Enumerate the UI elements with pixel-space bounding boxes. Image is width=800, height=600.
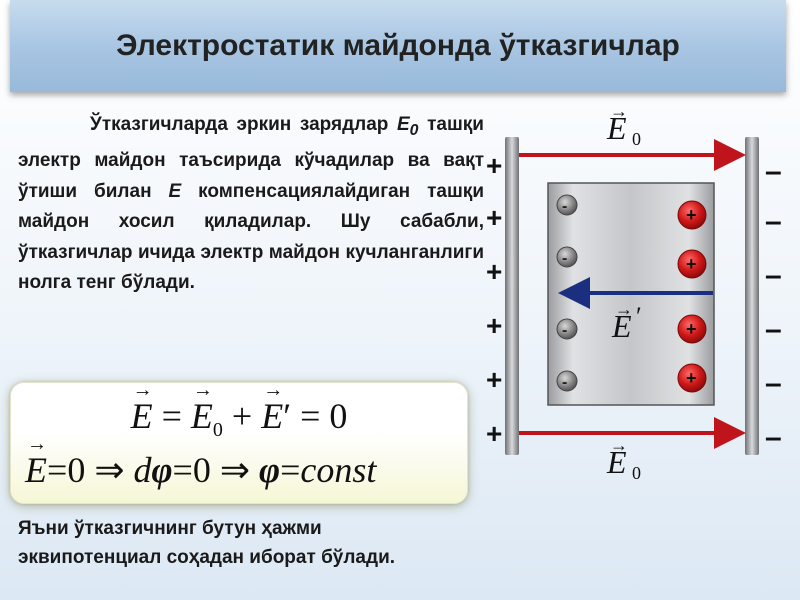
positive-charge-icon <box>677 249 707 279</box>
conclusion-line-2: эквипотенциал соҳадан иборат бўлади. <box>18 547 396 568</box>
vector-arrow-icon: → <box>192 379 213 401</box>
svg-text:+: + <box>686 205 697 225</box>
svg-text:-: - <box>562 198 567 215</box>
svg-text:E: E <box>611 308 632 344</box>
right-plate <box>745 137 759 455</box>
svg-text:+: + <box>686 254 697 274</box>
svg-text:E: E <box>606 444 627 480</box>
para-symbol-e0-sub: 0 <box>409 121 419 139</box>
title-bar: Электростатик майдонда ўтказгичлар <box>10 0 786 92</box>
para-text-3: компенсациялайдиган ташқи майдон хосил қ… <box>18 180 484 294</box>
svg-text:–: – <box>765 313 782 346</box>
svg-text:0: 0 <box>632 463 641 483</box>
svg-text:′: ′ <box>636 302 642 331</box>
vector-arrow-icon: → <box>132 379 153 401</box>
negative-charge-icon <box>556 318 578 340</box>
svg-text:-: - <box>562 322 567 339</box>
conclusion-line-1: Яъни ўтказгичнинг бутун ҳажми <box>18 518 322 539</box>
svg-text:E: E <box>606 110 627 146</box>
conductor-field-diagram: E 0 → E 0 → E ′ → + + + + + + – – – – – … <box>486 101 782 483</box>
positive-charge-icon <box>677 363 707 393</box>
para-symbol-e: E <box>168 180 182 202</box>
vector-arrow-icon: → <box>615 299 633 319</box>
formula-equipotential: →E=0 ⇒ dφ=0 ⇒ φ=const <box>25 433 377 490</box>
vector-arrow-icon: → <box>27 433 47 455</box>
vector-arrow-icon: → <box>610 101 628 121</box>
para-text-1: Ўтказгичларда эркин зарядлар <box>90 114 397 135</box>
svg-text:–: – <box>765 259 782 292</box>
svg-text:–: – <box>765 155 782 188</box>
svg-text:–: – <box>765 421 782 454</box>
svg-text:-: - <box>562 250 567 267</box>
positive-charges: + + + + <box>677 200 707 393</box>
svg-text:–: – <box>765 367 782 400</box>
svg-text:+: + <box>486 418 502 449</box>
svg-text:+: + <box>486 150 502 181</box>
formula-superposition: →E = →E0 + →E′ = 0 <box>130 379 348 442</box>
svg-text:+: + <box>486 202 502 233</box>
svg-text:+: + <box>686 368 697 388</box>
explanation-paragraph: Ўтказгичларда эркин зарядлар E0 ташқи эл… <box>18 110 484 299</box>
svg-text:+: + <box>686 319 697 339</box>
para-text-2: ташқи электр майдон таъсирида кўчадилар … <box>18 114 484 202</box>
vector-arrow-icon: → <box>263 379 284 401</box>
svg-text:-: - <box>562 374 567 391</box>
label-e0-top: E 0 → <box>606 101 641 149</box>
slide-title: Электростатик майдонда ўтказгичлар <box>116 29 680 62</box>
label-e0-bottom: E 0 → <box>606 435 641 483</box>
negative-charge-icon <box>556 194 578 216</box>
positive-charge-icon <box>677 200 707 230</box>
svg-text:+: + <box>486 310 502 341</box>
left-plate-charges: + + + + + + <box>486 150 502 449</box>
svg-text:0: 0 <box>632 129 641 149</box>
negative-charge-icon <box>556 370 578 392</box>
conclusion-text: Яъни ўтказгичнинг бутун ҳажми эквипотенц… <box>18 514 488 572</box>
formula-box: →E = →E0 + →E′ = 0 →E=0 ⇒ dφ=0 ⇒ φ=const <box>10 379 468 504</box>
right-plate-charges: – – – – – – <box>765 155 782 454</box>
positive-charge-icon <box>677 314 707 344</box>
left-plate <box>505 137 519 455</box>
svg-text:+: + <box>486 256 502 287</box>
para-symbol-e0: E <box>396 114 410 135</box>
svg-text:–: – <box>765 205 782 238</box>
negative-charge-icon <box>556 246 578 268</box>
negative-charges: - - - - <box>556 194 578 392</box>
vector-arrow-icon: → <box>610 435 628 455</box>
svg-text:+: + <box>486 364 502 395</box>
label-e-prime: E ′ → <box>611 299 642 344</box>
